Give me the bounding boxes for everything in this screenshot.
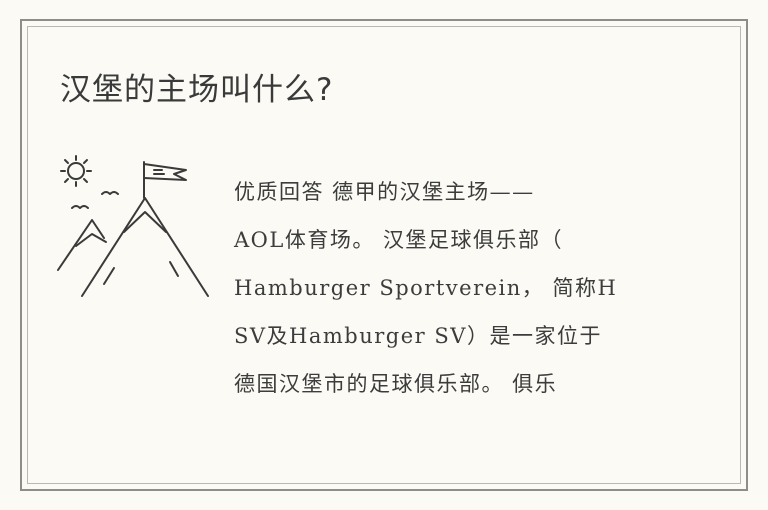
answer-line: SV及Hamburger SV）是一家位于 (234, 324, 602, 348)
answer-line: AOL体育场。 汉堡足球俱乐部（ (234, 228, 564, 252)
answer-line: Hamburger Sportverein， 简称H (234, 276, 618, 300)
flag-icon (143, 161, 187, 199)
answer-line: 优质回答 德甲的汉堡主场—— (234, 180, 535, 204)
mountain-icon (57, 197, 209, 297)
answer-line: 德国汉堡市的足球俱乐部。 俱乐 (234, 372, 558, 396)
answer-text: 优质回答 德甲的汉堡主场—— AOL体育场。 汉堡足球俱乐部（ Hamburge… (234, 168, 644, 408)
sun-icon (60, 155, 92, 187)
outer-border (20, 19, 748, 491)
page-title: 汉堡的主场叫什么? (60, 72, 334, 108)
bird-icon (71, 191, 119, 209)
inner-border (27, 26, 741, 484)
mountain-illustration (52, 150, 212, 300)
